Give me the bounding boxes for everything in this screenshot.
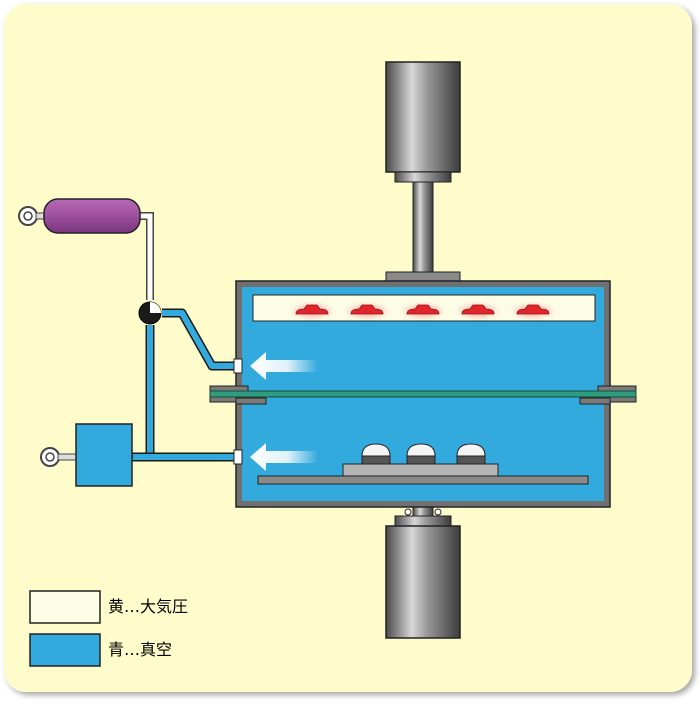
heater-elements — [288, 301, 557, 321]
gas-tank — [18, 198, 141, 234]
heater-element — [509, 301, 557, 321]
legend-swatch-vacuum — [29, 633, 101, 667]
substrate-stage — [257, 443, 589, 485]
substrate-puck — [406, 443, 436, 465]
legend-label-atmosphere: 黄…大気圧 — [108, 597, 189, 616]
transport-rail — [209, 385, 637, 405]
legend-swatch-atmosphere — [29, 590, 101, 624]
pump-box — [40, 423, 133, 487]
legend-label-vacuum: 青…真空 — [108, 640, 173, 659]
three-way-valve-icon — [138, 301, 162, 325]
heater-element — [399, 301, 447, 321]
substrate-puck — [456, 443, 486, 465]
legend — [29, 590, 101, 667]
top-actuator — [385, 61, 461, 283]
gas-flow-arrow-icon — [250, 352, 318, 471]
heater-element — [288, 301, 336, 321]
gas-lines — [132, 212, 243, 465]
heater-window — [252, 294, 596, 322]
substrate-pucks — [361, 443, 486, 465]
heater-element — [343, 301, 391, 321]
substrate-puck — [361, 443, 391, 465]
heater-element — [454, 301, 502, 321]
